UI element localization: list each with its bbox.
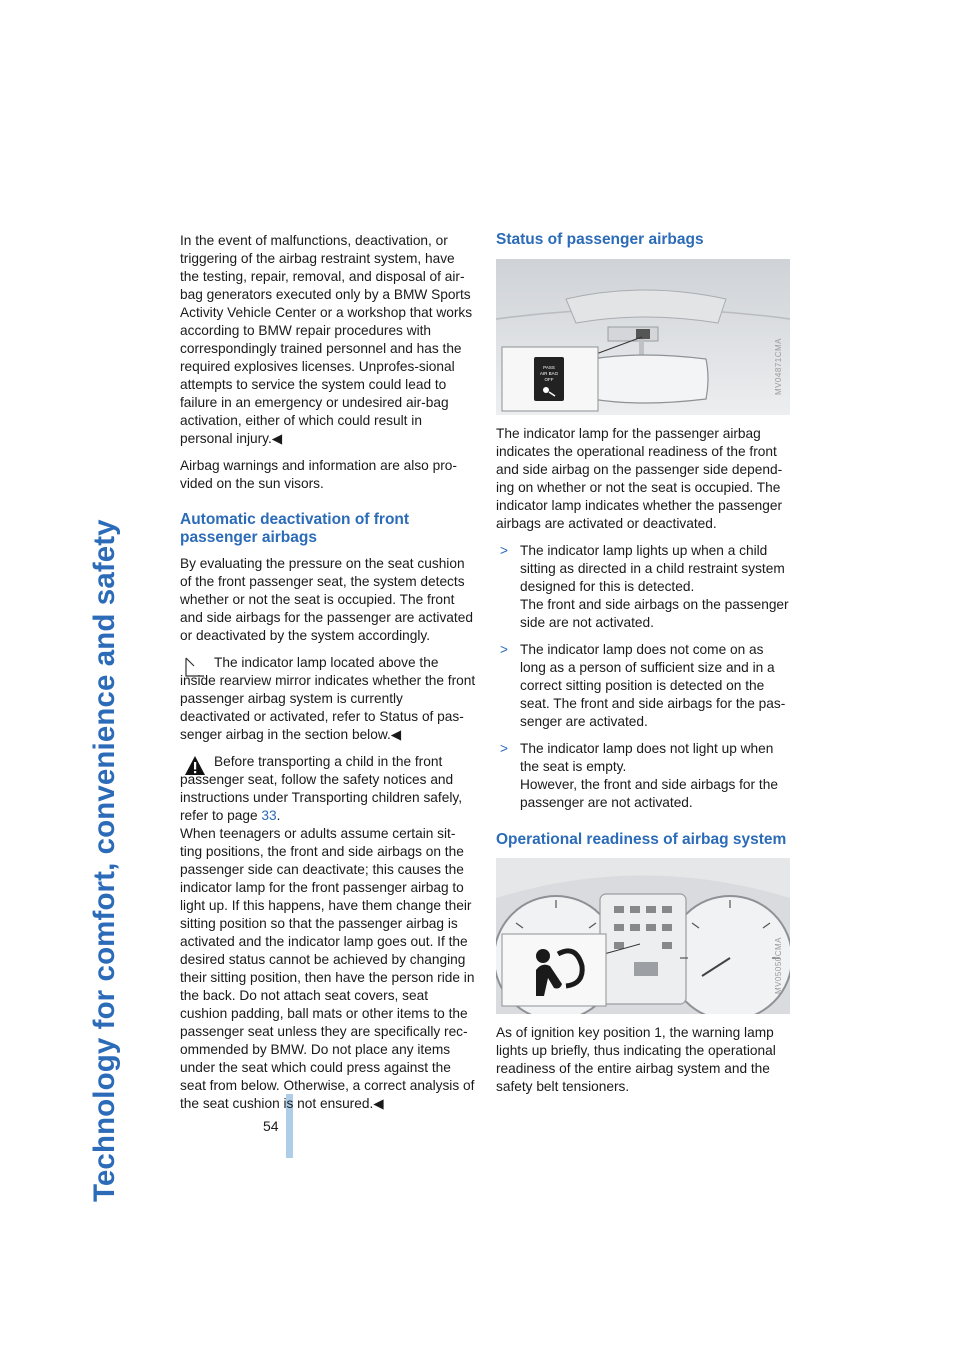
operational-readiness-paragraph: As of ignition key position 1, the warni… (496, 1025, 776, 1094)
intro-paragraph: In the event of malfunctions, deactivati… (180, 233, 473, 446)
list-item: > The indicator lamp does not light up w… (500, 741, 778, 810)
instrument-cluster-figure: MV05050CMA (496, 858, 790, 1014)
instrument-cluster-illustration (496, 858, 790, 1014)
svg-text:AIR BAG: AIR BAG (540, 371, 559, 376)
status-paragraph: The indicator lamp for the passenger air… (496, 426, 783, 531)
warning-paragraph: Before transporting a child in the front… (180, 753, 476, 825)
left-column: In the event of malfunctions, deactivati… (180, 232, 476, 1122)
figure-code: MV05050CMA (774, 936, 783, 994)
sun-visor-paragraph: Airbag warnings and information are also… (180, 458, 457, 491)
note-paragraph: The indicator lamp located above the ins… (180, 654, 476, 744)
svg-text:PASS: PASS (543, 365, 555, 370)
warning-text-end: . (276, 808, 281, 823)
list-item: > The indicator lamp lights up when a ch… (500, 543, 789, 630)
heading-automatic-deactivation: Automatic deactivation of front passenge… (180, 511, 410, 546)
page-marker-bar (286, 1094, 293, 1158)
side-section-title: Technology for comfort, convenience and … (88, 519, 121, 1202)
heading-status-passenger-airbags: Status of passenger airbags (496, 231, 704, 248)
note-text: The indicator lamp located above the ins… (180, 655, 476, 742)
note-icon (185, 657, 204, 677)
heading-operational-readiness: Operational readiness of airbag system (496, 831, 787, 848)
rearview-mirror-figure: PASS AIR BAG OFF MV04871CMA (496, 259, 790, 415)
page-33-link[interactable]: 33 (261, 808, 277, 823)
status-bullet-list: > The indicator lamp lights up when a ch… (496, 542, 792, 812)
list-item: > The indicator lamp does not come on as… (500, 642, 786, 729)
teenagers-paragraph: When teenagers or adults assume certain … (180, 826, 475, 1111)
rearview-mirror-illustration: PASS AIR BAG OFF (496, 259, 790, 415)
auto-deactivation-paragraph: By evaluating the pressure on the seat c… (180, 556, 473, 643)
svg-text:OFF: OFF (545, 377, 554, 382)
warning-triangle-icon (185, 756, 205, 775)
figure-code: MV04871CMA (774, 337, 783, 395)
right-column: Status of passenger airbags PASS AIR BAG… (496, 231, 792, 1105)
page-number: 54 (263, 1118, 279, 1134)
warning-text: Before transporting a child in the front… (180, 754, 463, 823)
